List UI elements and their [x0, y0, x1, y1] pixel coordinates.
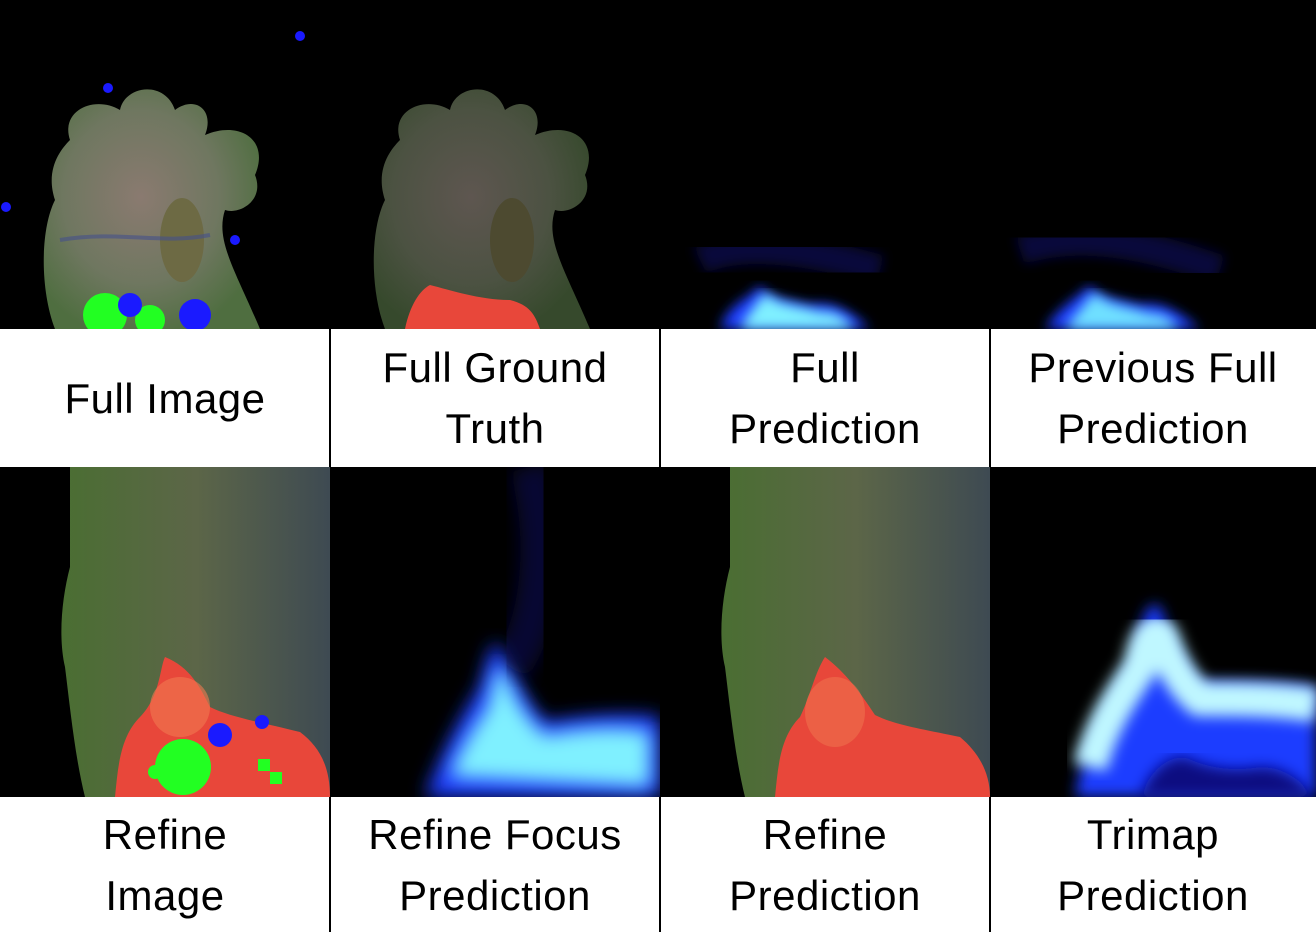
- trimap-prediction-image: [1073, 604, 1316, 797]
- label-full-ground-truth: Full Ground Truth: [330, 329, 660, 467]
- previous-full-prediction-panel: [990, 0, 1316, 329]
- label-divider: [989, 797, 991, 932]
- refine-prediction-panel: [660, 467, 990, 797]
- refine-focus-prediction-panel: [330, 467, 660, 797]
- previous-full-prediction-image: [1015, 225, 1226, 329]
- refine-focus-prediction-image: [425, 467, 660, 797]
- label-previous-full-prediction: Previous Full Prediction: [990, 329, 1316, 467]
- label-divider: [659, 797, 661, 932]
- full-prediction-panel: [660, 0, 990, 329]
- full-ground-truth-panel: [330, 0, 660, 329]
- label-trimap-prediction: Trimap Prediction: [990, 797, 1316, 932]
- label-divider: [659, 329, 661, 467]
- label-refine-prediction: Refine Prediction: [660, 797, 990, 932]
- label-divider: [329, 329, 331, 467]
- refine-image: [40, 467, 330, 797]
- label-full-prediction: Full Prediction: [660, 329, 990, 467]
- label-divider: [329, 797, 331, 932]
- label-divider: [989, 329, 991, 467]
- full-image-panel: [0, 0, 330, 329]
- label-full-image: Full Image: [0, 329, 330, 467]
- full-image: [1, 31, 305, 329]
- refine-prediction-image: [700, 467, 990, 797]
- full-ground-truth-image: [373, 89, 590, 329]
- trimap-prediction-panel: [990, 467, 1316, 797]
- refine-image-panel: [0, 467, 330, 797]
- full-prediction-image: [693, 234, 885, 329]
- label-refine-focus-prediction: Refine Focus Prediction: [330, 797, 660, 932]
- label-refine-image: Refine Image: [0, 797, 330, 932]
